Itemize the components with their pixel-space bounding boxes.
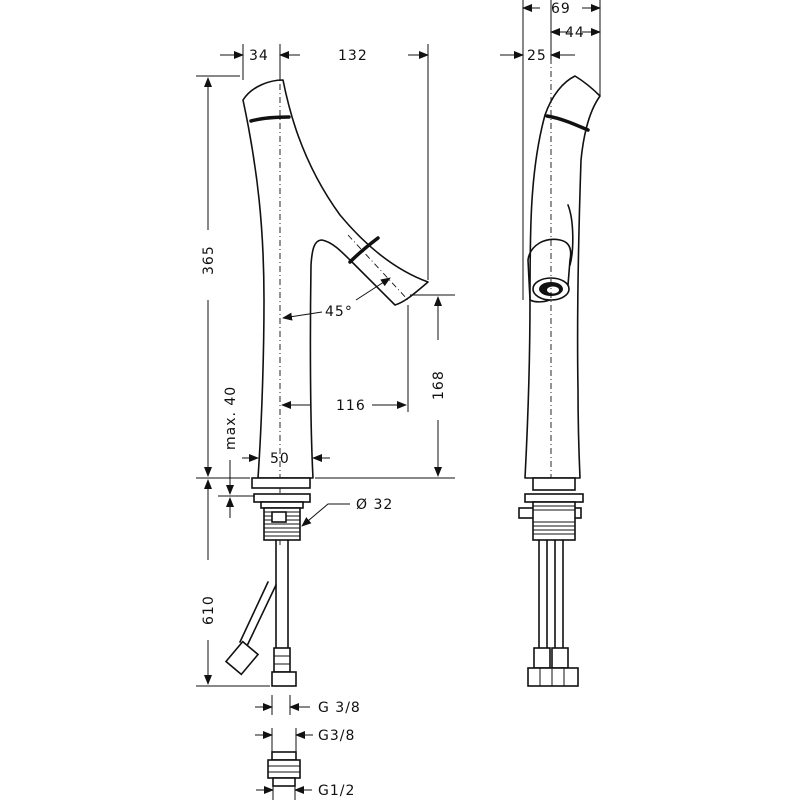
dim-168: 168 <box>431 370 447 400</box>
side-hoses <box>538 539 564 651</box>
side-handle-inner <box>567 204 574 266</box>
side-base-flange <box>532 477 576 491</box>
dim-diameter-32: Ø 32 <box>356 497 393 513</box>
side-top-band <box>545 114 590 132</box>
side-thread-lines <box>533 505 575 535</box>
dim-365: 365 <box>201 245 217 275</box>
side-handle <box>527 238 572 303</box>
front-hose-ends <box>224 640 297 687</box>
spout-axis-line <box>347 234 409 301</box>
connector-fitting <box>267 751 301 787</box>
front-fixing-screw <box>271 511 287 523</box>
dimension-labels: 34 132 69 44 25 365 168 45° 116 max. 40 … <box>201 1 585 799</box>
dim-g38-hose: G 3/8 <box>318 700 361 716</box>
dim-45-degree: 45° <box>325 304 353 320</box>
front-base-nut <box>253 493 311 503</box>
front-hose-angled <box>239 581 277 649</box>
front-base-washer <box>260 501 304 509</box>
dim-44: 44 <box>565 25 585 41</box>
dim-132: 132 <box>338 48 368 64</box>
dim-max-40: max. 40 <box>223 386 239 450</box>
front-top-band <box>249 115 291 123</box>
dim-50: 50 <box>270 451 290 467</box>
front-body-outline <box>242 79 429 479</box>
side-view <box>518 45 601 687</box>
dim-116: 116 <box>336 398 366 414</box>
side-body-outline <box>524 75 601 479</box>
front-view <box>224 45 429 787</box>
dimension-lines <box>196 0 601 800</box>
side-hose-ends <box>527 647 579 687</box>
front-spout-band <box>348 236 380 264</box>
dim-g12-fitting: G1/2 <box>318 783 355 799</box>
dim-34: 34 <box>249 48 269 64</box>
front-hose-vertical <box>275 539 289 651</box>
dim-69: 69 <box>551 1 571 17</box>
side-base-nut <box>524 493 584 503</box>
dim-25: 25 <box>527 48 547 64</box>
front-base-flange <box>251 477 311 489</box>
dim-610: 610 <box>201 595 217 625</box>
dim-g38-fitting: G3/8 <box>318 728 355 744</box>
